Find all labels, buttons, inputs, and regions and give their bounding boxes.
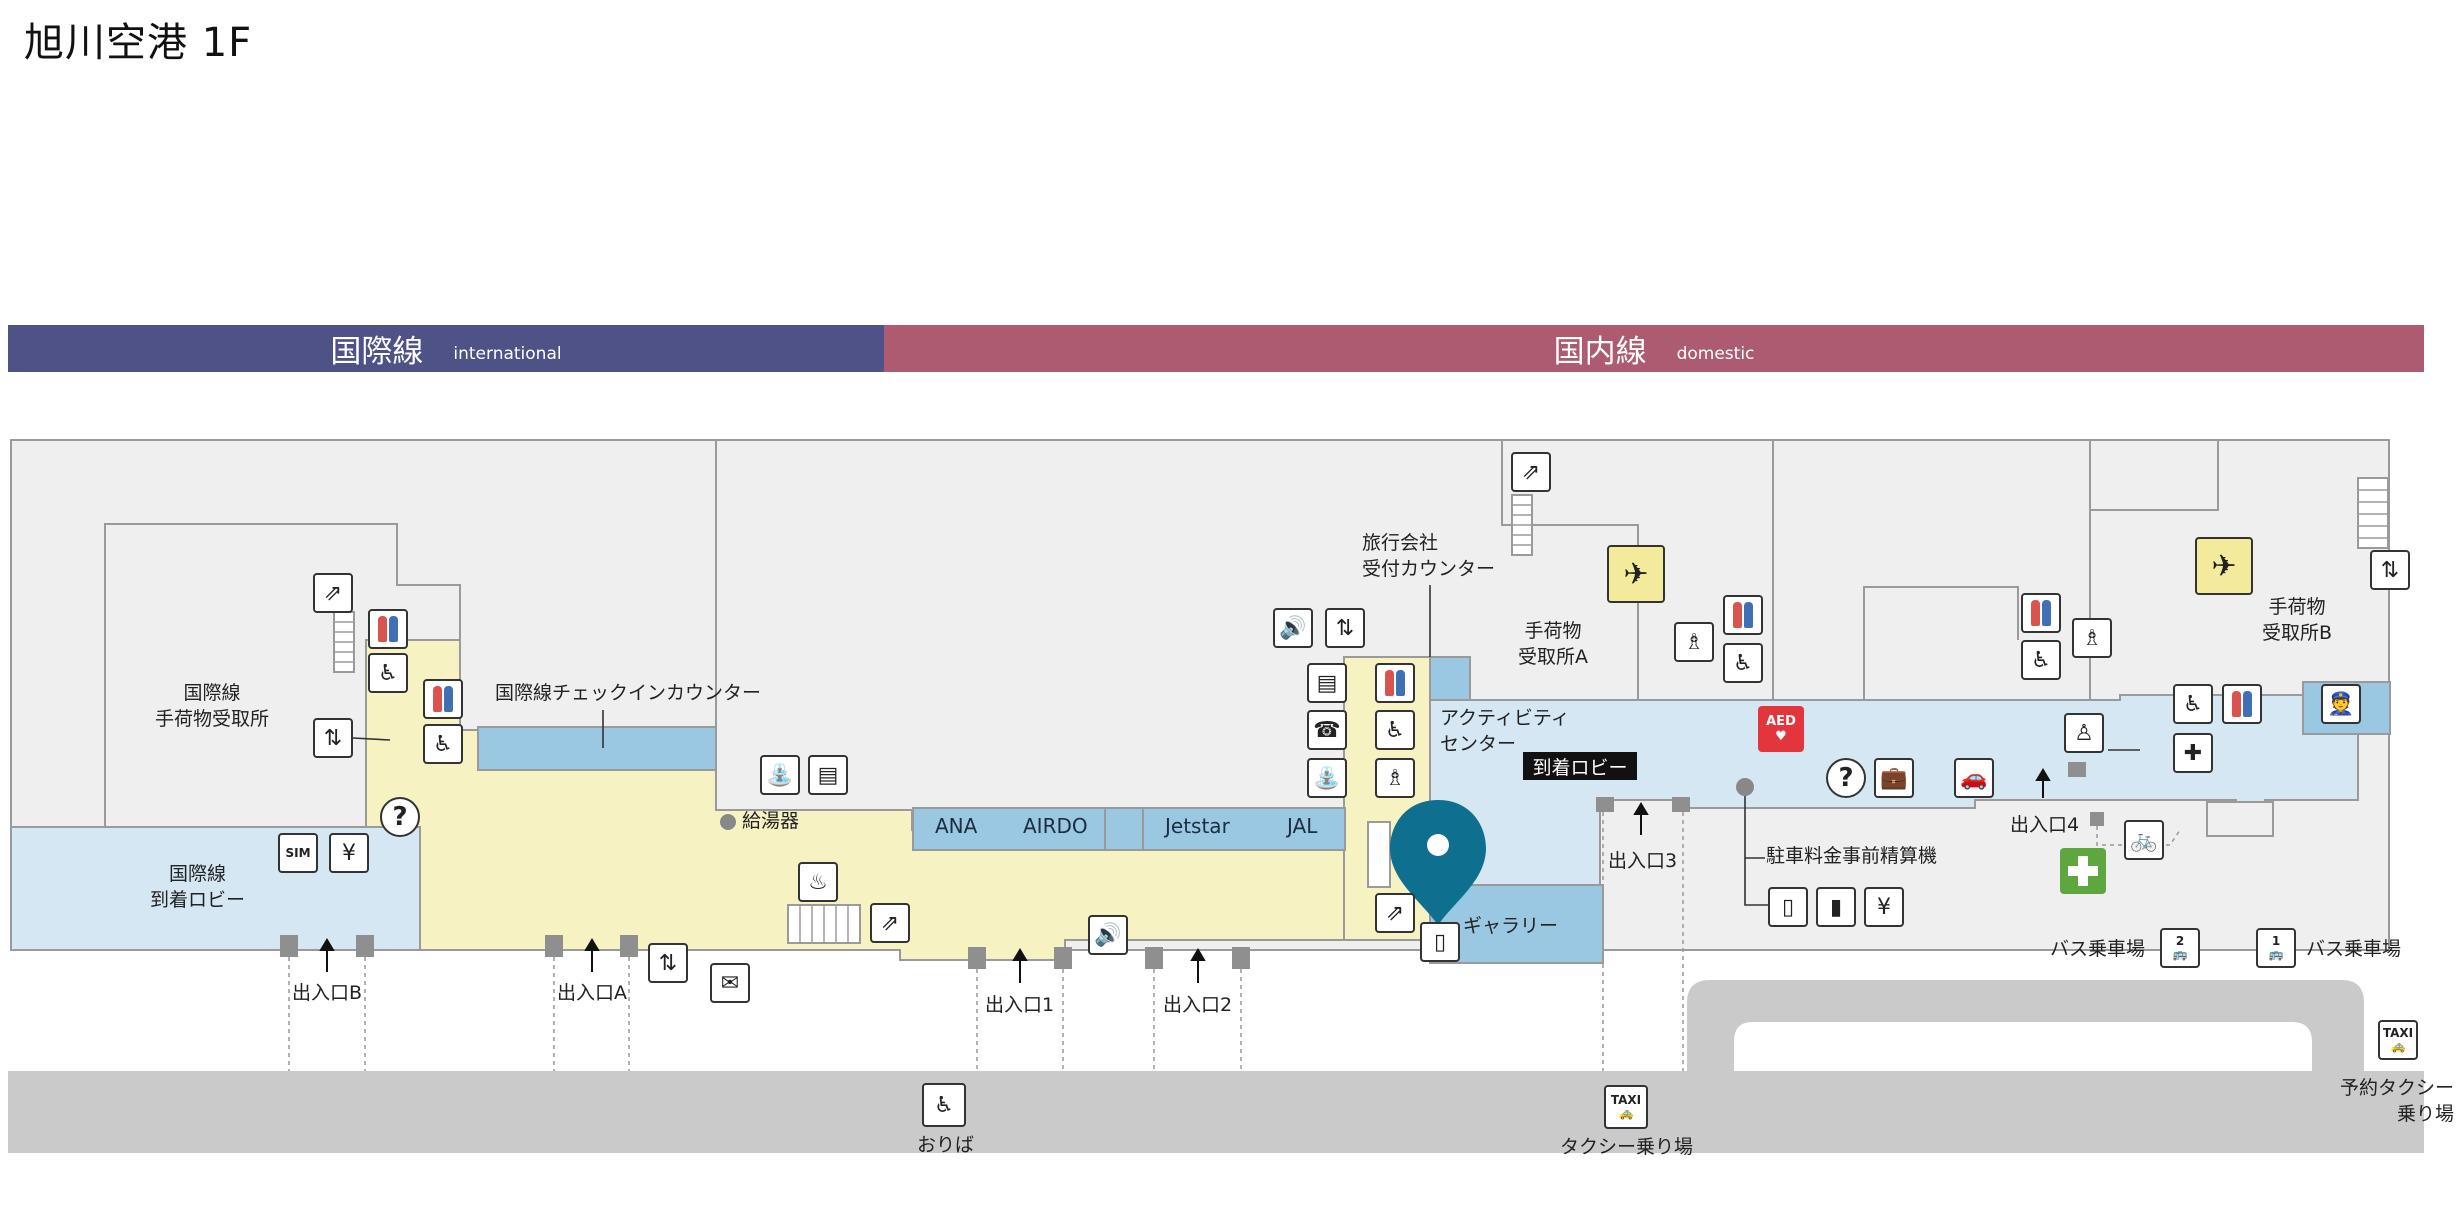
announcement-icon: 🔊 [1088,915,1128,955]
domestic-band-label: 国内線 [1553,334,1647,370]
first-aid-room-icon: ✚ [2173,733,2213,773]
entrance-3-label: 出入口3 [1608,850,1678,872]
taxi-stand-icon: TAXI🚕 [1604,1085,1648,1129]
gallery-label: ギャラリー [1463,915,1559,937]
intl-checkin-counter [477,726,717,771]
arrival-lobby-tag: 到着ロビー [1523,752,1637,780]
bus-stop-1-icon: 1🚌 [2256,928,2296,968]
international-band: 国際線 international [8,325,884,372]
car-rental-icon: 🚗 [1954,758,1994,798]
kids-play-icon: ♙ [2064,713,2104,753]
locker-icon: ▤ [1307,663,1347,703]
charging-station-icon: ▯ [1420,922,1460,962]
medical-cross-icon [2060,848,2106,894]
telephone-icon: ☎ [1307,710,1347,750]
entrance-4-label: 出入口4 [2010,814,2080,836]
arrival-icon: ✈ [2195,537,2253,595]
accessible-restroom-icon: ♿ [1723,643,1763,683]
international-band-sub: international [453,343,562,364]
international-band-label: 国際線 [330,334,424,370]
restroom-icon [423,679,463,719]
intl-baggage-label: 国際線手荷物受取所 [155,682,270,730]
domestic-band-sub: domestic [1676,343,1755,364]
intl-checkin-label: 国際線チェックインカウンター [495,682,762,704]
entrance-a-label: 出入口A [557,982,627,1004]
accessible-restroom-icon: ♿ [2021,640,2061,680]
elevator-icon: ⇅ [313,718,353,758]
information-icon: ? [380,797,420,837]
aed-icon: AED♥ [1758,706,1804,752]
intl-arrival-label: 国際線到着ロビー [150,863,246,911]
mail-icon: ✉ [710,963,750,1003]
escalator-icon: ⇗ [1375,893,1415,933]
reserved-taxi-label: 予約タクシー乗り場 [2340,1077,2455,1125]
water-fountain-icon: ⛲ [1307,758,1347,798]
bus-2-label: バス乗車場 [2050,938,2146,960]
restroom-icon [2222,684,2262,724]
domestic-checkin-counter [912,807,1346,851]
wheelchair-dropoff-icon: ♿ [922,1083,966,1127]
sim-card-icon: SIM [278,833,318,873]
baby-changing-icon: ♗ [2072,618,2112,658]
dropoff-label: おりば [917,1134,975,1156]
police-icon: 👮 [2321,684,2361,724]
bus-stop-2-icon: 2🚌 [2160,928,2200,968]
bicycle-icon: 🚲 [2124,820,2164,860]
parking-machine-label: 駐車料金事前精算機 [1766,845,1938,867]
airline-airdo: AIRDO [1023,814,1088,838]
baggage-b-label: 手荷物受取所B [2262,596,2333,644]
parking-machine-dot [1736,778,1754,796]
escalator-icon: ⇗ [870,903,910,943]
road [8,1071,2424,1153]
baby-changing-icon: ♗ [1674,622,1714,662]
information-icon: ? [1826,758,1866,798]
entrance-1-label: 出入口1 [985,994,1055,1016]
restroom-icon [1375,663,1415,703]
accessible-restroom-icon: ♿ [2173,684,2213,724]
accessible-restroom-icon: ♿ [423,724,463,764]
bus-rotary [1687,980,2364,1071]
currency-exchange-icon: ¥ [329,833,369,873]
bus-1-label: バス乗車場 [2306,938,2402,960]
announcement-icon: 🔊 [1273,608,1313,648]
baby-changing-icon: ♗ [1375,758,1415,798]
airline-ana: ANA [935,814,978,838]
entrance-2-label: 出入口2 [1163,994,1233,1016]
accessible-restroom-icon: ♿ [1375,710,1415,750]
baggage-a-label: 手荷物受取所A [1518,620,1588,668]
water-heater-label: 給湯器 [742,810,800,832]
accessible-restroom-icon: ♿ [368,653,408,693]
restroom-icon [1723,595,1763,635]
cross-shape [2068,856,2098,886]
arrival-icon: ✈ [1607,545,1665,603]
reserved-taxi-icon: TAXI🚕 [2378,1020,2418,1060]
currency-exchange-icon: ¥ [1864,887,1904,927]
travel-counter-label: 旅行会社受付カウンター [1362,532,1496,580]
baggage-service-icon: 💼 [1874,758,1914,798]
water-fountain-icon: ⛲ [760,755,800,795]
airline-jetstar: Jetstar [1165,814,1230,838]
page-title: 旭川空港 1F [24,20,253,66]
elevator-icon: ⇅ [1325,608,1365,648]
activity-center-label: アクティビティセンター [1440,707,1570,755]
water-heater-dot [720,814,736,830]
escalator-icon: ⇗ [1511,452,1551,492]
domestic-band: 国内線 domestic [884,325,2424,372]
entrance-b-label: 出入口B [292,982,363,1004]
card-payment-icon: ▮ [1816,887,1856,927]
escalator-icon: ⇗ [313,573,353,613]
taxi-stand-label: タクシー乗り場 [1560,1136,1694,1158]
airline-jal: JAL [1287,814,1318,838]
smartphone-payment-icon: ▯ [1768,887,1808,927]
restroom-icon [2021,593,2061,633]
elevator-icon: ⇅ [2370,550,2410,590]
restroom-icon [368,609,408,649]
massage-chair-icon: ♨ [798,862,838,902]
locker-icon: ▤ [808,755,848,795]
elevator-icon: ⇅ [648,943,688,983]
